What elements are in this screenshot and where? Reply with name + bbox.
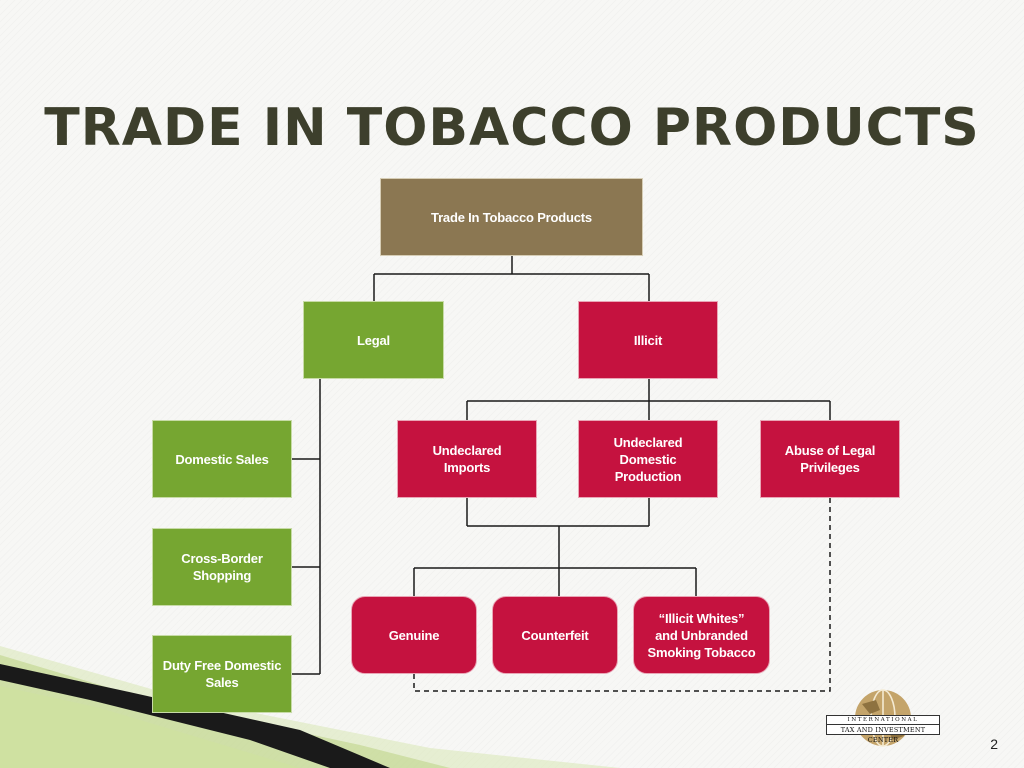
node-trade-in-tobacco-products: Trade In Tobacco Products xyxy=(380,178,643,256)
node-duty-free-domestic-sales: Duty Free Domestic Sales xyxy=(152,635,292,713)
node-legal: Legal xyxy=(303,301,444,379)
node-abuse-of-legal-privileges: Abuse of Legal Privileges xyxy=(760,420,900,498)
page-number: 2 xyxy=(990,736,998,752)
page-title: TRADE IN TOBACCO PRODUCTS xyxy=(44,98,980,158)
node-genuine: Genuine xyxy=(351,596,477,674)
node-counterfeit: Counterfeit xyxy=(492,596,618,674)
node-illicit-whites: “Illicit Whites” and Unbranded Smoking T… xyxy=(633,596,770,674)
node-illicit: Illicit xyxy=(578,301,718,379)
logo-line-international: INTERNATIONAL xyxy=(827,716,939,725)
itic-logo: INTERNATIONAL TAX AND INVESTMENT CENTER xyxy=(826,688,942,752)
node-undeclared-domestic-production: Undeclared Domestic Production xyxy=(578,420,718,498)
node-domestic-sales: Domestic Sales xyxy=(152,420,292,498)
logo-line-center: TAX AND INVESTMENT CENTER xyxy=(840,726,926,744)
node-undeclared-imports: Undeclared Imports xyxy=(397,420,537,498)
node-cross-border-shopping: Cross-Border Shopping xyxy=(152,528,292,606)
